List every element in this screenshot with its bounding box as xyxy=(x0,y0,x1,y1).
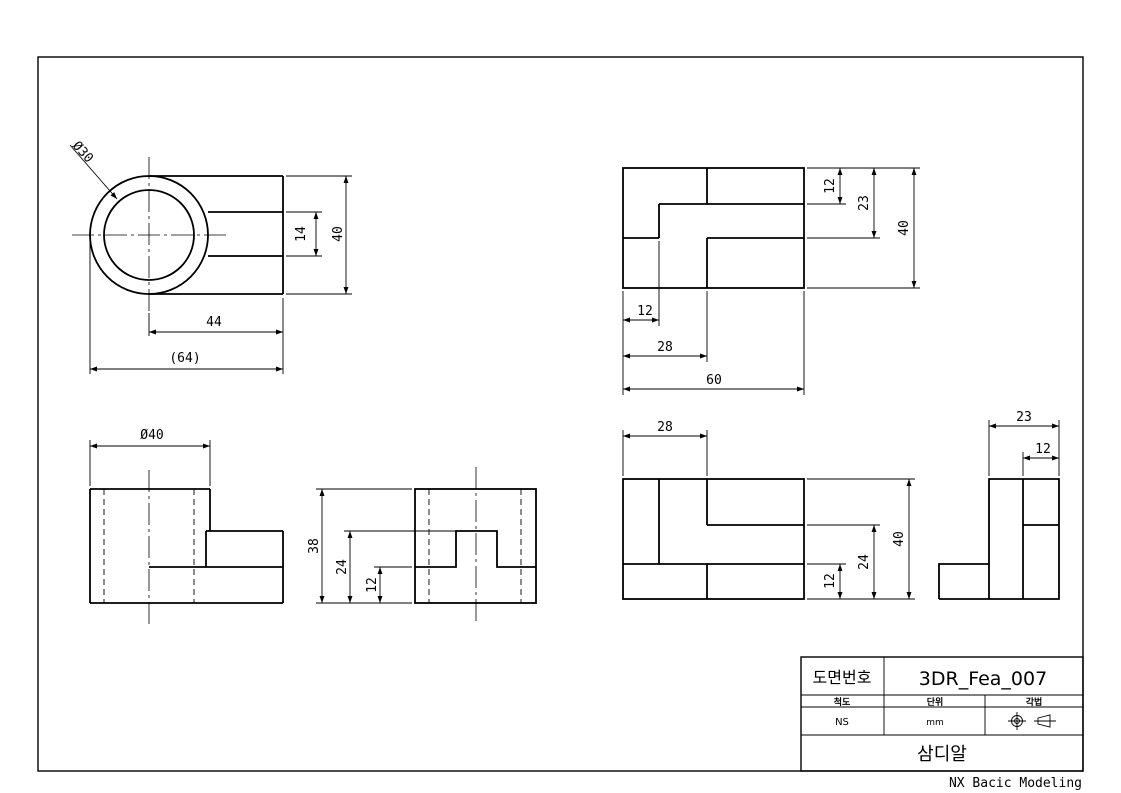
dim-rfront-40: 40 xyxy=(892,531,907,547)
right-front-view xyxy=(622,430,915,600)
dim-rside-12: 12 xyxy=(1035,442,1051,457)
unit-value: mm xyxy=(926,718,944,728)
dim-rside-23: 23 xyxy=(1016,410,1032,425)
right-top-view xyxy=(622,167,920,395)
dim-rfront-24: 24 xyxy=(857,554,872,570)
dim-rtop-12: 12 xyxy=(823,178,838,194)
dim-top-64: (64) xyxy=(169,351,200,366)
label-scale: 척도 xyxy=(834,696,851,708)
label-unit: 단위 xyxy=(927,696,944,708)
scale-value: NS xyxy=(835,717,849,728)
dim-side-12: 12 xyxy=(365,577,380,593)
dim-side-38: 38 xyxy=(307,538,322,554)
left-top-view xyxy=(69,144,352,374)
drawing-no: 3DR_Fea_007 xyxy=(919,668,1047,690)
dim-rbot-28: 28 xyxy=(657,340,673,355)
dim-rtop-40: 40 xyxy=(897,220,912,236)
dim-top-dia30: Ø30 xyxy=(69,139,96,166)
dim-rfront-12: 12 xyxy=(823,573,838,589)
title-block xyxy=(800,656,1084,772)
dim-top-14: 14 xyxy=(294,226,309,242)
dim-rbot-12: 12 xyxy=(637,304,653,319)
label-projection: 각법 xyxy=(1026,696,1043,708)
right-side-view xyxy=(938,420,1060,600)
dim-rfront-28: 28 xyxy=(657,420,673,435)
dim-front-dia40: Ø40 xyxy=(140,428,163,443)
sheet-border xyxy=(37,56,1084,772)
dim-top-44: 44 xyxy=(206,315,222,330)
left-front-view xyxy=(89,440,284,624)
footer-text: NX Bacic Modeling xyxy=(949,776,1082,791)
part-name: 삼디알 xyxy=(917,744,967,765)
dim-rtop-23: 23 xyxy=(857,195,872,211)
left-side-view xyxy=(316,467,537,624)
label-drawing-no: 도면번호 xyxy=(813,668,872,687)
dim-rbot-60: 60 xyxy=(706,373,722,388)
dim-top-40: 40 xyxy=(331,226,346,242)
projection-symbol-icon xyxy=(1008,712,1056,730)
dim-side-24: 24 xyxy=(335,559,350,575)
